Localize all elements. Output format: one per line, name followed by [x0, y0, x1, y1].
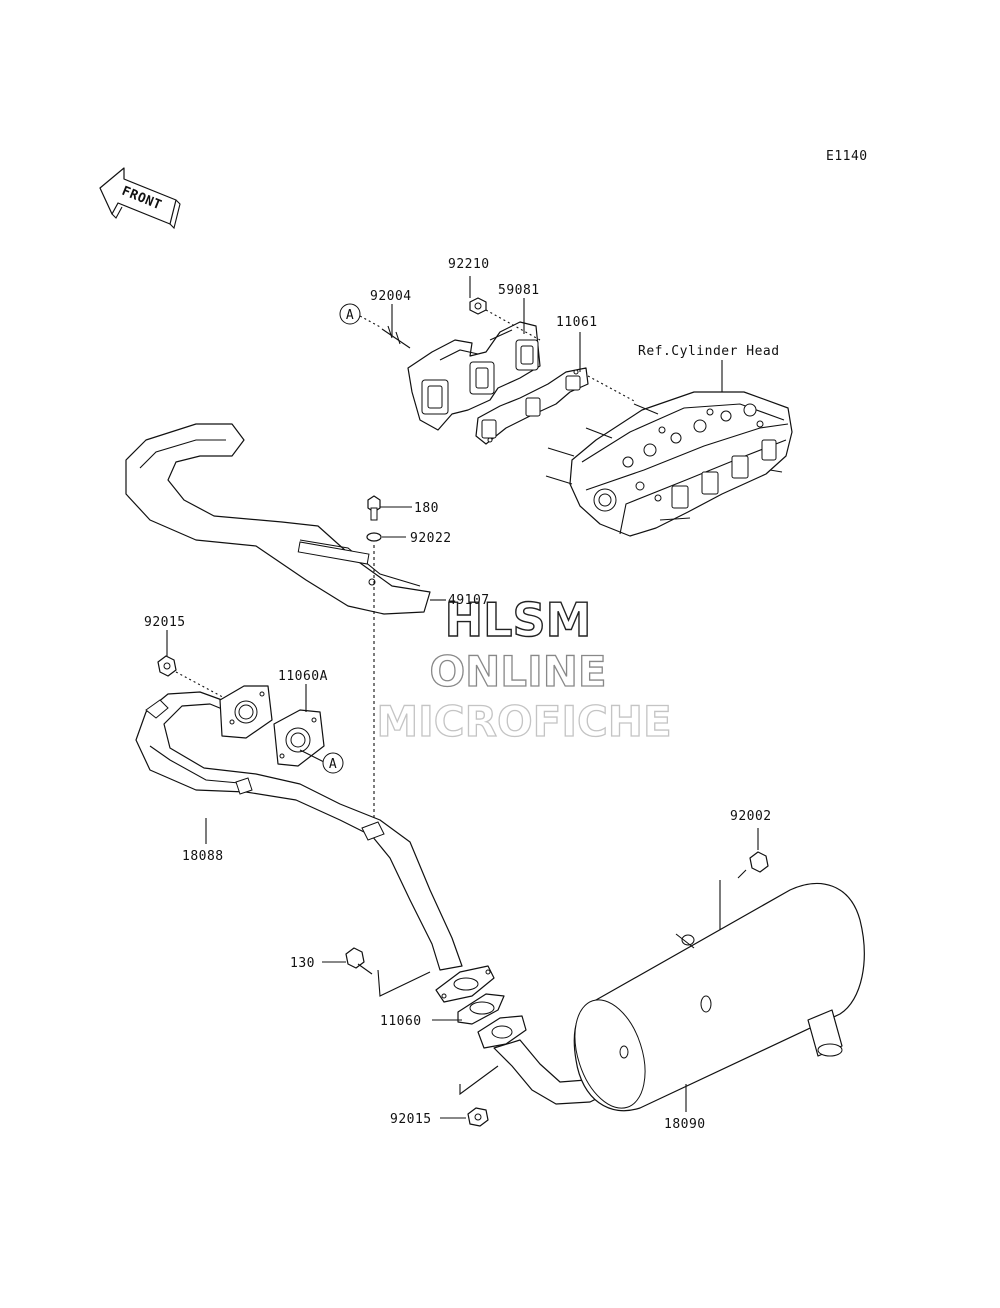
leader-lines: [166, 276, 759, 1119]
callout-a-label-lower: A: [329, 757, 337, 772]
reference-label: Ref.Cylinder Head: [638, 344, 780, 359]
part-label-18090: 18090: [664, 1117, 706, 1132]
cylinder-head: [545, 391, 793, 537]
part-label-92004: 92004: [370, 289, 412, 304]
washer-92022: [366, 532, 382, 542]
diagram-code: E1140: [826, 149, 868, 164]
part-label-92022: 92022: [410, 531, 452, 546]
stud-92004: [381, 325, 411, 349]
part-label-180: 180: [414, 501, 439, 516]
callout-a-lower: A: [322, 752, 344, 774]
gasket-11060A: [273, 709, 325, 767]
front-arrow-icon: FRONT: [99, 167, 181, 230]
watermark-line-2: ONLINE: [429, 647, 606, 696]
nut-92210: [469, 297, 541, 341]
pipe-flange-upper: [219, 685, 273, 739]
part-label-92015-lower: 92015: [390, 1112, 432, 1127]
exhaust-pipe-18088: [135, 691, 463, 971]
part-label-49107: 49107: [448, 593, 490, 608]
gasket-11060: [457, 993, 505, 1025]
nut-92015-lower: [467, 1107, 489, 1127]
bracket-49107: [125, 423, 431, 615]
part-label-11061: 11061: [556, 315, 598, 330]
gasket-11061: [475, 367, 637, 445]
watermark: HLSM ONLINE MICROFICHE: [376, 592, 673, 746]
part-label-92002: 92002: [730, 809, 772, 824]
callout-a-upper: A: [339, 303, 383, 329]
watermark-line-3: MICROFICHE: [376, 697, 671, 746]
watermark-line-1: HLSM: [445, 593, 592, 647]
part-label-11060: 11060: [380, 1014, 422, 1029]
part-label-92015-upper: 92015: [144, 615, 186, 630]
muffler-18090: [573, 882, 865, 1112]
part-label-130: 130: [290, 956, 315, 971]
bolt-92002: [737, 851, 769, 879]
part-label-11060A: 11060A: [278, 669, 328, 684]
bolt-180: [367, 495, 381, 521]
bolt-130: [345, 947, 373, 975]
nut-92015-upper: [157, 655, 233, 703]
part-label-18088: 18088: [182, 849, 224, 864]
callout-a-label-upper: A: [346, 308, 354, 323]
exhaust-manifold: [407, 321, 541, 431]
pipe-flange-lower: [435, 965, 495, 1003]
part-label-59081: 59081: [498, 283, 540, 298]
part-label-92210: 92210: [448, 257, 490, 272]
